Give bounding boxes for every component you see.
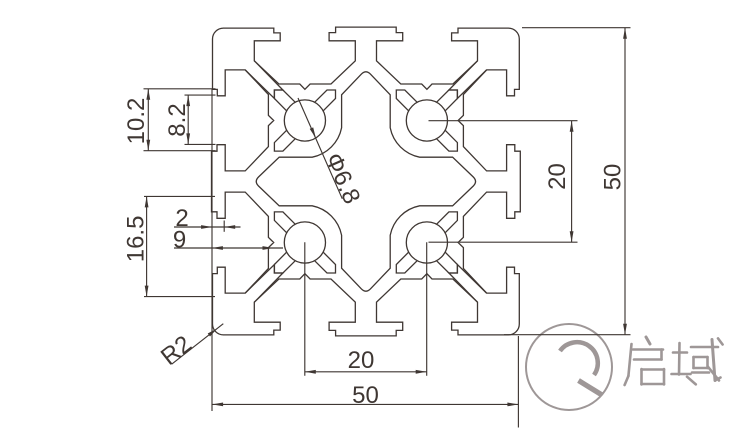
svg-text:8.2: 8.2 xyxy=(164,103,191,136)
svg-text:50: 50 xyxy=(600,164,627,191)
svg-text:2: 2 xyxy=(175,205,188,232)
svg-text:50: 50 xyxy=(352,382,379,409)
svg-text:20: 20 xyxy=(348,347,375,374)
svg-text:10.2: 10.2 xyxy=(123,98,150,145)
svg-text:20: 20 xyxy=(544,163,571,190)
svg-text:9: 9 xyxy=(173,227,186,254)
svg-text:16.5: 16.5 xyxy=(123,216,150,263)
